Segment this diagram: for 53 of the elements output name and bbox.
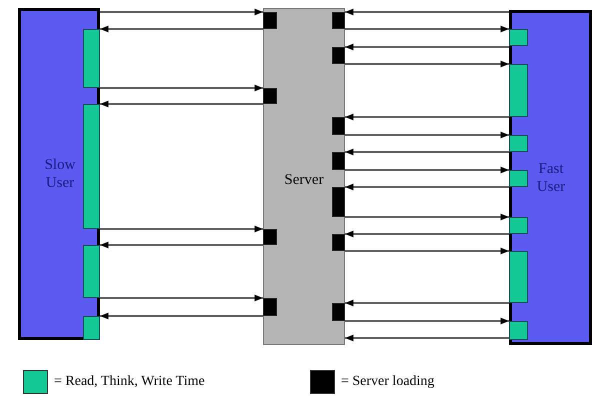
arrow: [100, 294, 263, 302]
activity-block: [83, 316, 100, 340]
arrow: [345, 26, 509, 32]
arrow: [345, 44, 509, 50]
arrow: [345, 318, 509, 324]
arrow: [345, 166, 509, 174]
activity-block: [83, 104, 100, 229]
user-column: [509, 10, 592, 345]
loading-block: [332, 12, 345, 29]
arrow: [345, 8, 509, 16]
arrow: [100, 8, 263, 16]
loading-block: [263, 88, 277, 104]
arrow: [345, 184, 509, 190]
arrow: [345, 132, 509, 138]
loading-block: [332, 152, 345, 170]
loading-block: [263, 229, 277, 245]
activity-block: [509, 217, 528, 234]
activity-block: [509, 29, 528, 46]
arrow: [345, 148, 509, 156]
loading-block: [263, 298, 277, 316]
activity-block: [509, 321, 528, 340]
arrow: [345, 114, 509, 120]
arrow: [100, 312, 263, 320]
loading-block: [332, 303, 345, 321]
arrow: [345, 230, 509, 238]
loading-block: [332, 187, 345, 217]
user-column: [18, 8, 100, 340]
arrow: [100, 100, 263, 108]
loading-block: [263, 12, 277, 29]
loading-block: [332, 47, 345, 64]
loading-block: [332, 234, 345, 251]
arrow: [345, 214, 509, 220]
activity-block: [83, 29, 100, 88]
arrow: [100, 84, 263, 92]
column-label: Server: [283, 171, 325, 189]
activity-block: [83, 245, 100, 298]
activity-block: [509, 135, 528, 152]
server-column: [263, 8, 345, 345]
arrow: [345, 334, 509, 342]
activity-block: [509, 64, 528, 117]
arrow: [345, 248, 509, 254]
legend-label: = Read, Think, Write Time: [54, 374, 205, 390]
column-label: Fast User: [536, 160, 566, 196]
activity-block: [509, 251, 528, 303]
activity-block: [509, 170, 528, 187]
column-label: Slow User: [44, 156, 76, 192]
arrow: [345, 300, 509, 306]
arrow: [100, 226, 263, 232]
loading-block: [332, 117, 345, 135]
arrow: [100, 26, 263, 32]
arrow: [100, 242, 263, 248]
legend-label: = Server loading: [341, 374, 434, 390]
arrow: [345, 60, 509, 68]
